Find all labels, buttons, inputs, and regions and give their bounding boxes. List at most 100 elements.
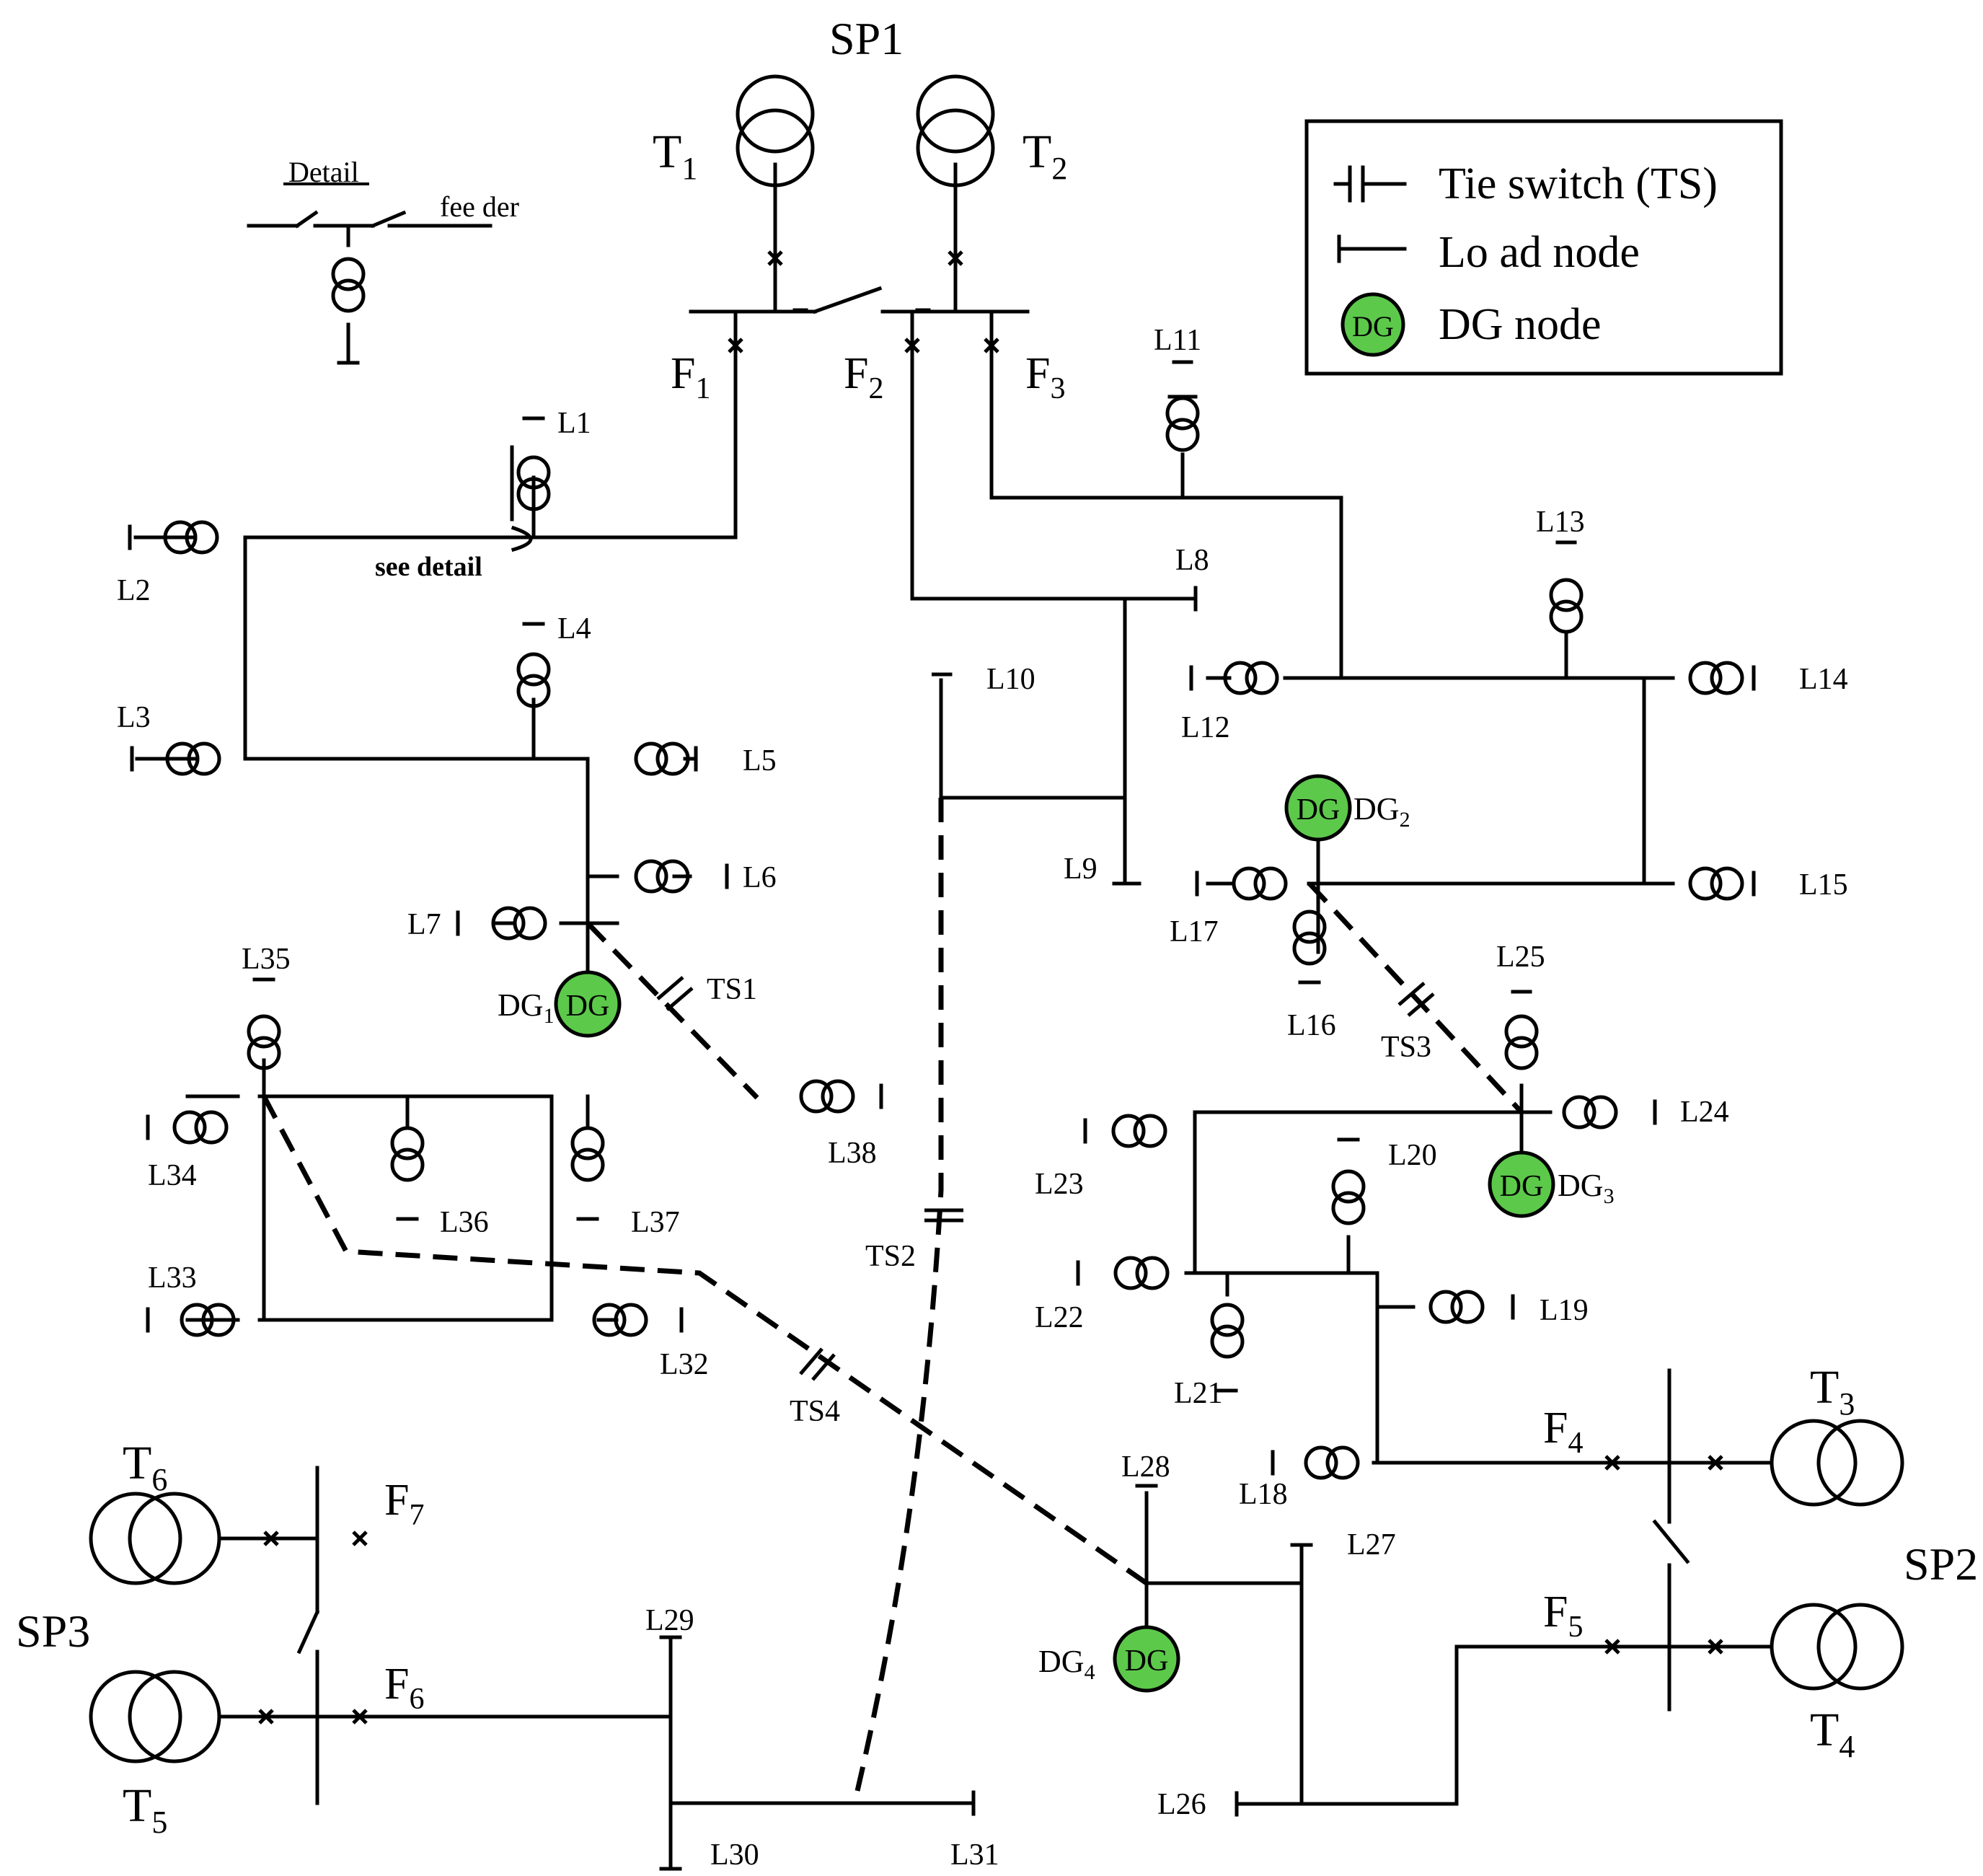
- load-label-l10: L10: [986, 663, 1035, 696]
- ts2-label: TS2: [865, 1240, 916, 1273]
- svg-text:DG: DG: [1500, 1170, 1544, 1203]
- breaker-t1: [767, 250, 783, 266]
- load-label-l21: L21: [1174, 1377, 1223, 1410]
- load-label-l37: L37: [631, 1206, 680, 1239]
- breaker-f2: [904, 338, 920, 353]
- transformer-t5-symbol: [89, 1670, 221, 1763]
- ts1-label: TS1: [707, 973, 757, 1006]
- load-label-l5: L5: [743, 744, 777, 778]
- dg2-label: DG2: [1353, 791, 1410, 832]
- f7-label: F7: [384, 1476, 424, 1532]
- load-label-l28: L28: [1121, 1450, 1170, 1484]
- f2-label: F2: [844, 349, 883, 405]
- load-label-l2: L2: [117, 574, 151, 607]
- dg-node-1: DG: [554, 970, 622, 1038]
- tie-line-ts3: [1307, 881, 1524, 1114]
- transformer-t6-symbol: [89, 1492, 221, 1585]
- svg-text:DG: DG: [566, 990, 610, 1023]
- breaker-f4a: [1604, 1455, 1620, 1471]
- dg1-label: DG1: [498, 987, 555, 1028]
- load-label-l11: L11: [1154, 324, 1201, 357]
- load-label-l3: L3: [117, 701, 151, 734]
- transformer-t1-symbol: [736, 74, 815, 188]
- tie-switch-legend-icon: [1333, 165, 1407, 203]
- load-label-l20: L20: [1388, 1139, 1437, 1172]
- load-node-legend-icon: [1337, 234, 1407, 263]
- transformer-t2-symbol: [916, 74, 995, 188]
- t1-label: T1: [653, 125, 697, 186]
- load-label-l32: L32: [660, 1348, 709, 1381]
- f1-label: F1: [671, 349, 710, 405]
- load-label-l30: L30: [710, 1838, 759, 1872]
- tie-line-ts4: [261, 1095, 1148, 1585]
- transformer-t4-symbol: [1770, 1603, 1904, 1691]
- f3-label: F3: [1025, 349, 1065, 405]
- f4-label: F4: [1543, 1404, 1583, 1460]
- load-label-l12: L12: [1181, 711, 1230, 744]
- legend-tie-switch-label: Tie switch (TS): [1439, 159, 1718, 208]
- transformer-t3-symbol: [1770, 1419, 1904, 1507]
- sp1-label: SP1: [829, 13, 904, 64]
- breaker-f7a: [263, 1531, 279, 1546]
- ts4-symbol: [799, 1347, 836, 1381]
- breaker-f7b: [352, 1531, 368, 1546]
- load-label-l1: L1: [557, 407, 591, 440]
- legend: DG Tie switch (TS) Lo ad node DG node: [1304, 119, 1783, 376]
- svg-text:DG: DG: [1352, 310, 1394, 343]
- dg-node-4: DG: [1113, 1625, 1180, 1693]
- load-label-l19: L19: [1540, 1294, 1589, 1327]
- load-label-l4: L4: [557, 612, 591, 646]
- dg-node-2: DG: [1284, 774, 1352, 842]
- load-label-l16: L16: [1287, 1009, 1336, 1042]
- t6-label: T6: [123, 1437, 167, 1497]
- load-label-l17: L17: [1170, 915, 1219, 948]
- ts4-label: TS4: [790, 1395, 840, 1428]
- load-label-l9: L9: [1064, 853, 1098, 886]
- load-label-l27: L27: [1347, 1528, 1396, 1562]
- legend-load-node-label: Lo ad node: [1439, 228, 1640, 277]
- load-label-l13: L13: [1536, 506, 1585, 539]
- load-label-l25: L25: [1496, 941, 1545, 974]
- load-label-l36: L36: [440, 1206, 489, 1239]
- dg-node-3: DG: [1488, 1150, 1555, 1218]
- t3-label: T3: [1810, 1361, 1855, 1422]
- tie-line-ts1: [586, 921, 759, 1100]
- detail-title: Detail: [288, 156, 359, 188]
- dg-legend-icon: DG: [1341, 292, 1405, 357]
- svg-text:DG: DG: [1297, 793, 1341, 827]
- load-label-l8: L8: [1175, 544, 1209, 577]
- tie-line-ts2: [852, 798, 944, 1804]
- dg4-label: DG4: [1038, 1644, 1095, 1684]
- load-label-l29: L29: [645, 1604, 694, 1637]
- breaker-f4b: [1708, 1455, 1723, 1471]
- load-label-l33: L33: [148, 1261, 197, 1295]
- load-label-l7: L7: [407, 908, 441, 941]
- t5-label: T5: [123, 1779, 167, 1840]
- detail-inset: [247, 182, 533, 552]
- breaker-f6b: [352, 1709, 368, 1725]
- f6-label: F6: [384, 1660, 424, 1716]
- ts3-label: TS3: [1381, 1031, 1431, 1064]
- load-label-l24: L24: [1680, 1096, 1729, 1129]
- load-label-l23: L23: [1035, 1168, 1084, 1201]
- sp2-label: SP2: [1904, 1538, 1978, 1590]
- legend-dg-node-label: DG node: [1439, 300, 1602, 349]
- sp3-label: SP3: [16, 1606, 90, 1657]
- breaker-t2: [948, 250, 963, 266]
- breaker-f5a: [1604, 1639, 1620, 1655]
- t2-label: T2: [1023, 125, 1067, 186]
- load-label-l22: L22: [1035, 1301, 1084, 1334]
- ts2-symbol: [924, 1208, 963, 1223]
- see-detail-label: see detail: [375, 552, 482, 582]
- load-label-l15: L15: [1799, 868, 1848, 902]
- ts3-symbol: [1397, 982, 1435, 1017]
- load-label-l35: L35: [242, 943, 291, 976]
- load-label-l26: L26: [1157, 1788, 1206, 1821]
- t4-label: T4: [1810, 1704, 1855, 1764]
- ts1-symbol: [656, 976, 694, 1011]
- f5-label: F5: [1543, 1587, 1583, 1644]
- load-label-l31: L31: [950, 1838, 999, 1872]
- load-label-l14: L14: [1799, 663, 1848, 696]
- breaker-f6a: [258, 1709, 274, 1725]
